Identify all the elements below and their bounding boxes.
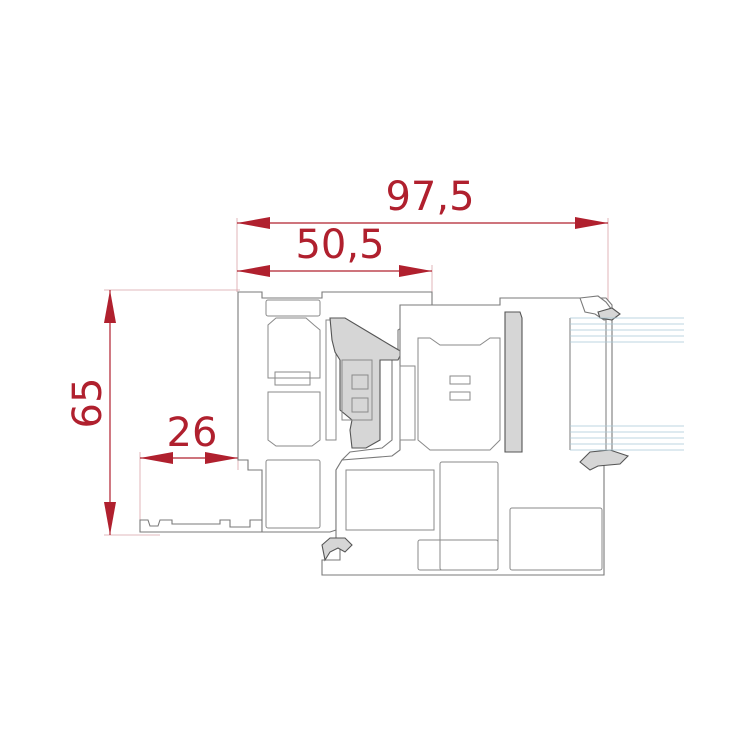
dimension-sash-width: 50,5 <box>237 222 433 300</box>
dimension-height: 65 <box>65 289 240 536</box>
dimension-overall-width: 97,5 <box>236 174 609 300</box>
frame-profile <box>139 291 684 576</box>
dimension-label-threshold-width: 26 <box>167 410 218 456</box>
dimension-label-overall-width: 97,5 <box>385 174 474 220</box>
dimension-label-sash-width: 50,5 <box>295 222 384 268</box>
glass-pane <box>569 317 684 451</box>
dimension-label-height: 65 <box>65 378 111 429</box>
dimension-threshold-width: 26 <box>139 410 239 530</box>
